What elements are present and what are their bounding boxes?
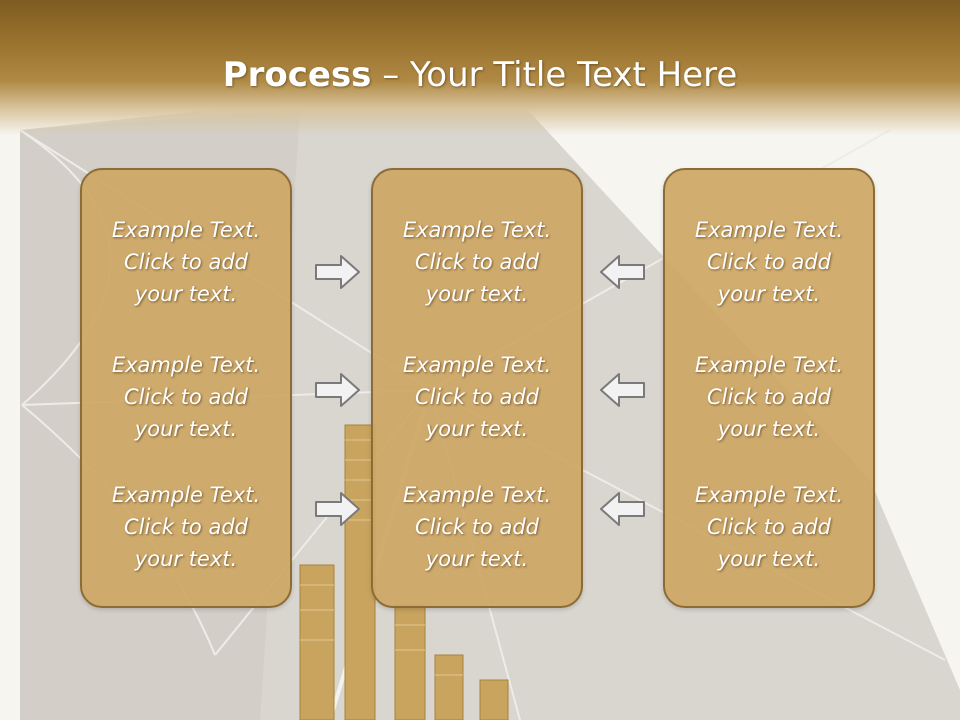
text-line: Click to add [706, 515, 831, 539]
text-line: Example Text. [694, 353, 844, 377]
text-line: Example Text. [402, 483, 552, 507]
title-banner [0, 0, 960, 135]
text-placeholder[interactable]: Example Text. Click to add your text. [373, 349, 581, 445]
text-line: your text. [425, 547, 529, 571]
text-line: Click to add [123, 250, 248, 274]
text-placeholder[interactable]: Example Text. Click to add your text. [373, 479, 581, 575]
text-line: Example Text. [111, 353, 261, 377]
text-placeholder[interactable]: Example Text. Click to add your text. [373, 214, 581, 310]
right-arrow-icon[interactable] [313, 370, 363, 410]
text-line: Example Text. [402, 353, 552, 377]
left-arrow-icon[interactable] [597, 252, 647, 292]
text-line: your text. [717, 282, 821, 306]
text-placeholder[interactable]: Example Text. Click to add your text. [665, 349, 873, 445]
text-line: Click to add [706, 250, 831, 274]
text-line: your text. [134, 547, 238, 571]
text-box-left[interactable]: Example Text. Click to add your text. Ex… [80, 168, 292, 608]
text-line: your text. [717, 547, 821, 571]
text-line: your text. [425, 282, 529, 306]
text-line: Example Text. [694, 218, 844, 242]
text-line: your text. [425, 417, 529, 441]
text-line: Example Text. [402, 218, 552, 242]
title-bold-part: Process [222, 55, 372, 95]
left-arrow-icon[interactable] [597, 370, 647, 410]
text-box-middle[interactable]: Example Text. Click to add your text. Ex… [371, 168, 583, 608]
text-placeholder[interactable]: Example Text. Click to add your text. [82, 349, 290, 445]
text-line: Example Text. [111, 218, 261, 242]
text-line: Example Text. [694, 483, 844, 507]
text-placeholder[interactable]: Example Text. Click to add your text. [665, 479, 873, 575]
left-arrow-icon[interactable] [597, 489, 647, 529]
text-line: your text. [134, 417, 238, 441]
title-rest-part: – Your Title Text Here [371, 55, 738, 95]
text-line: your text. [717, 417, 821, 441]
text-line: Click to add [414, 385, 539, 409]
right-arrow-icon[interactable] [313, 489, 363, 529]
text-line: Click to add [706, 385, 831, 409]
slide-title[interactable]: Process – Your Title Text Here [0, 52, 960, 98]
text-placeholder[interactable]: Example Text. Click to add your text. [82, 479, 290, 575]
text-box-right[interactable]: Example Text. Click to add your text. Ex… [663, 168, 875, 608]
text-placeholder[interactable]: Example Text. Click to add your text. [665, 214, 873, 310]
text-line: Example Text. [111, 483, 261, 507]
text-line: Click to add [414, 515, 539, 539]
text-placeholder[interactable]: Example Text. Click to add your text. [82, 214, 290, 310]
text-line: Click to add [123, 515, 248, 539]
text-line: your text. [134, 282, 238, 306]
right-arrow-icon[interactable] [313, 252, 363, 292]
text-line: Click to add [123, 385, 248, 409]
text-line: Click to add [414, 250, 539, 274]
